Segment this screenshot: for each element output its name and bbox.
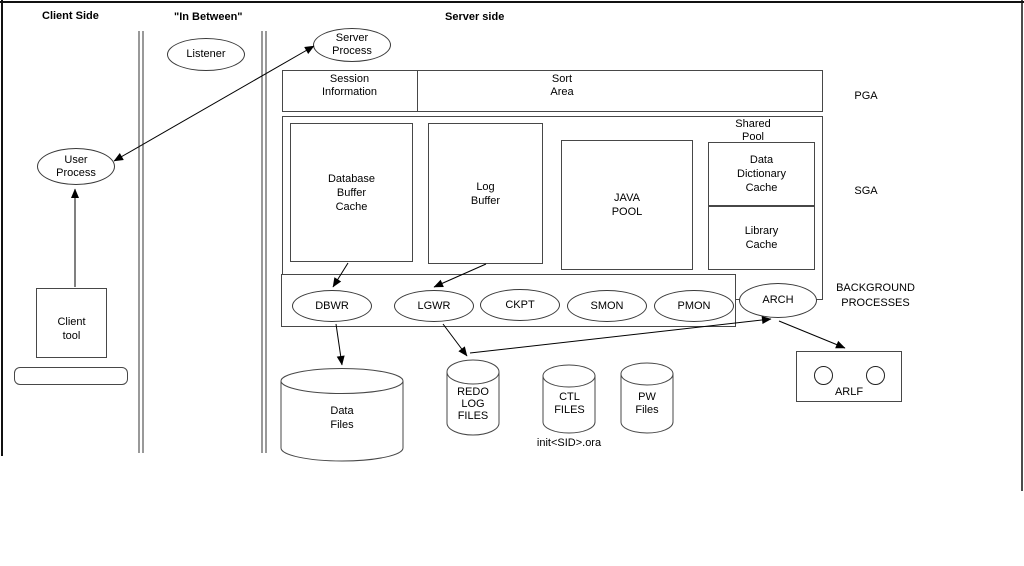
ctl-files-cylinder-body (542, 376, 596, 434)
arch-process-ellipse: ARCH (739, 283, 817, 318)
init-ora-label: init<SID>.ora (536, 437, 602, 449)
smon-process-ellipse: SMON (567, 290, 647, 322)
arlf-reel-right-circle (866, 366, 885, 385)
pw-files-cylinder (620, 362, 674, 434)
client-terminal-shape (14, 367, 128, 385)
pga-cell-divider (417, 71, 418, 111)
client-tool-box: Client tool (36, 288, 107, 358)
client-side-title: Client Side (42, 10, 99, 22)
ctl-files-label: CTL FILES (554, 391, 585, 416)
redo-log-cylinder-body (446, 372, 500, 436)
shared-pool-label: Shared Pool (735, 118, 771, 143)
data-dictionary-cache-box: Data Dictionary Cache (708, 142, 815, 206)
java-pool-box: JAVA POOL (561, 140, 693, 270)
ctl-files-cylinder-top (542, 364, 596, 388)
redo-log-cylinder-top (446, 359, 500, 385)
pw-files-cylinder-top (620, 362, 674, 386)
pga-region-label: PGA (854, 90, 878, 102)
pw-files-cylinder-body (620, 374, 674, 434)
redo-log-files-label: REDO LOG FILES (457, 386, 489, 422)
lgwr-process-ellipse: LGWR (394, 290, 474, 322)
data-files-cylinder (280, 368, 404, 462)
user-process-ellipse: User Process (37, 148, 115, 185)
dbwr-process-ellipse: DBWR (292, 290, 372, 322)
arlf-reel-left-circle (814, 366, 833, 385)
log-buffer-box: Log Buffer (428, 123, 543, 264)
library-cache-box: Library Cache (708, 206, 815, 270)
data-files-cylinder-body (280, 381, 404, 462)
pmon-process-ellipse: PMON (654, 290, 734, 322)
data-files-label: Data Files (330, 405, 354, 431)
session-information-label: Session Information (321, 73, 378, 98)
in-between-title: "In Between" (174, 11, 243, 23)
ckpt-process-ellipse: CKPT (480, 289, 560, 321)
arlf-label: ARLF (834, 386, 864, 398)
background-processes-label: BACKGROUND PROCESSES (836, 282, 915, 309)
database-buffer-cache-box: Database Buffer Cache (290, 123, 413, 262)
redo-log-files-cylinder (446, 359, 500, 436)
listener-ellipse: Listener (167, 38, 245, 71)
ctl-files-cylinder (542, 364, 596, 434)
server-process-ellipse: Server Process (313, 28, 391, 62)
sort-area-label: Sort Area (550, 73, 574, 98)
pw-files-label: PW Files (635, 391, 659, 416)
server-side-title: Server side (445, 11, 505, 23)
sga-region-label: SGA (854, 185, 878, 197)
data-files-cylinder-top (280, 368, 404, 394)
